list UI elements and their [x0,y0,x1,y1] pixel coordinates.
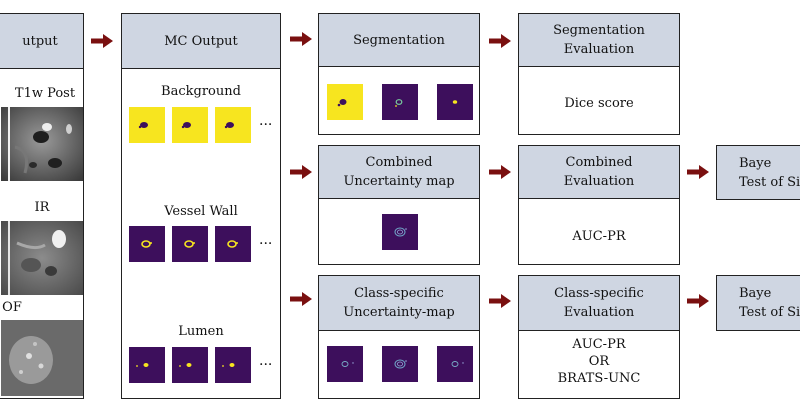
mc-map-vessel-wall-1 [129,226,165,262]
combined-uncertainty-map-title: Combined Uncertainty map [343,155,455,189]
mc-map-lumen-1 [129,347,165,383]
combined-evaluation-panel: Combined Evaluation AUC-PR [518,145,680,265]
bayesian-test-title-class: Baye Test of Sig [739,286,800,320]
arrow-mc-to-class-map [290,292,312,306]
mc-map-lumen-2 [172,347,208,383]
combined-evaluation-title: Combined Evaluation [563,155,635,189]
class-specific-evaluation-panel: Class-specific Evaluation AUC-PR OR BRAT… [518,275,680,399]
combined-evaluation-header: Combined Evaluation [519,146,679,199]
mc-map-background-2 [172,107,208,143]
mri-image-of [1,320,83,396]
arrow-mc-to-combined-map [290,165,312,179]
class-specific-evaluation-metrics: AUC-PR OR BRATS-UNC [557,337,641,386]
segmentation-evaluation-panel: Segmentation Evaluation Dice score [518,13,680,135]
input-label-t1w-post: T1w Post [14,86,76,101]
mri-image-t1w-post [1,107,83,181]
mc-row-label-lumen: Lumen [178,324,224,339]
mc-map-background-3 [215,107,251,143]
mc-map-vessel-wall-2 [172,226,208,262]
class-specific-evaluation-title: Class-specific Evaluation [554,286,644,320]
input-label-of: OF [2,300,22,315]
mri-image-ir [1,221,83,295]
mc-map-lumen-3 [215,347,251,383]
combined-evaluation-metric: AUC-PR [572,229,626,244]
combined-uncertainty-map-panel: Combined Uncertainty map [318,145,480,265]
segmentation-map-lumen [437,84,473,120]
mc-ellipsis-lumen: ... [259,353,273,369]
segmentation-panel: Segmentation [318,13,480,135]
mc-row-label-background: Background [161,84,241,99]
input-images-title: utput [22,33,58,49]
arrow-input-to-mc [91,34,113,48]
mc-output-header: MC Output [122,14,280,69]
mc-ellipsis-vessel-wall: ... [259,232,273,248]
segmentation-evaluation-title: Segmentation Evaluation [553,23,645,57]
arrow-mc-to-segmentation [290,32,312,46]
bayesian-test-panel-combined: Baye Test of Sig [716,145,800,200]
input-label-ir: IR [34,200,50,215]
mc-map-background-1 [129,107,165,143]
class-uncertainty-map-background [327,346,363,382]
segmentation-map-background [327,84,363,120]
class-uncertainty-map-lumen [437,346,473,382]
mc-row-label-vessel-wall: Vessel Wall [164,204,238,219]
input-images-panel: utput T1w Post IR [0,13,84,399]
segmentation-evaluation-header: Segmentation Evaluation [519,14,679,67]
class-uncertainty-map-vessel-wall [382,346,418,382]
class-specific-uncertainty-map-panel: Class-specific Uncertainty-map [318,275,480,399]
class-specific-uncertainty-map-header: Class-specific Uncertainty-map [319,276,479,331]
combined-uncertainty-map-header: Combined Uncertainty map [319,146,479,199]
combined-uncertainty-map-image [382,214,418,250]
segmentation-map-vessel-wall [382,84,418,120]
bayesian-test-title-combined: Baye Test of Sig [739,155,800,190]
segmentation-evaluation-metric: Dice score [564,96,634,111]
arrow-class-eval-to-bayes [687,294,709,308]
arrow-combined-map-to-eval [489,165,511,179]
segmentation-title: Segmentation [353,32,445,48]
arrow-combined-eval-to-bayes [687,165,709,179]
mc-output-title: MC Output [164,33,238,49]
bayesian-test-panel-class: Baye Test of Sig [716,275,800,331]
bayesian-test-header-combined: Baye Test of Sig [717,146,800,199]
class-specific-uncertainty-map-title: Class-specific Uncertainty-map [343,286,455,320]
input-images-header: utput [0,14,83,69]
arrow-segmentation-to-eval [489,34,511,48]
mc-output-panel: MC Output Background ... Vessel Wall ...… [121,13,281,399]
mc-map-vessel-wall-3 [215,226,251,262]
arrow-class-map-to-eval [489,294,511,308]
mc-ellipsis-background: ... [259,113,273,129]
class-specific-evaluation-header: Class-specific Evaluation [519,276,679,331]
segmentation-header: Segmentation [319,14,479,67]
bayesian-test-header-class: Baye Test of Sig [717,276,800,330]
